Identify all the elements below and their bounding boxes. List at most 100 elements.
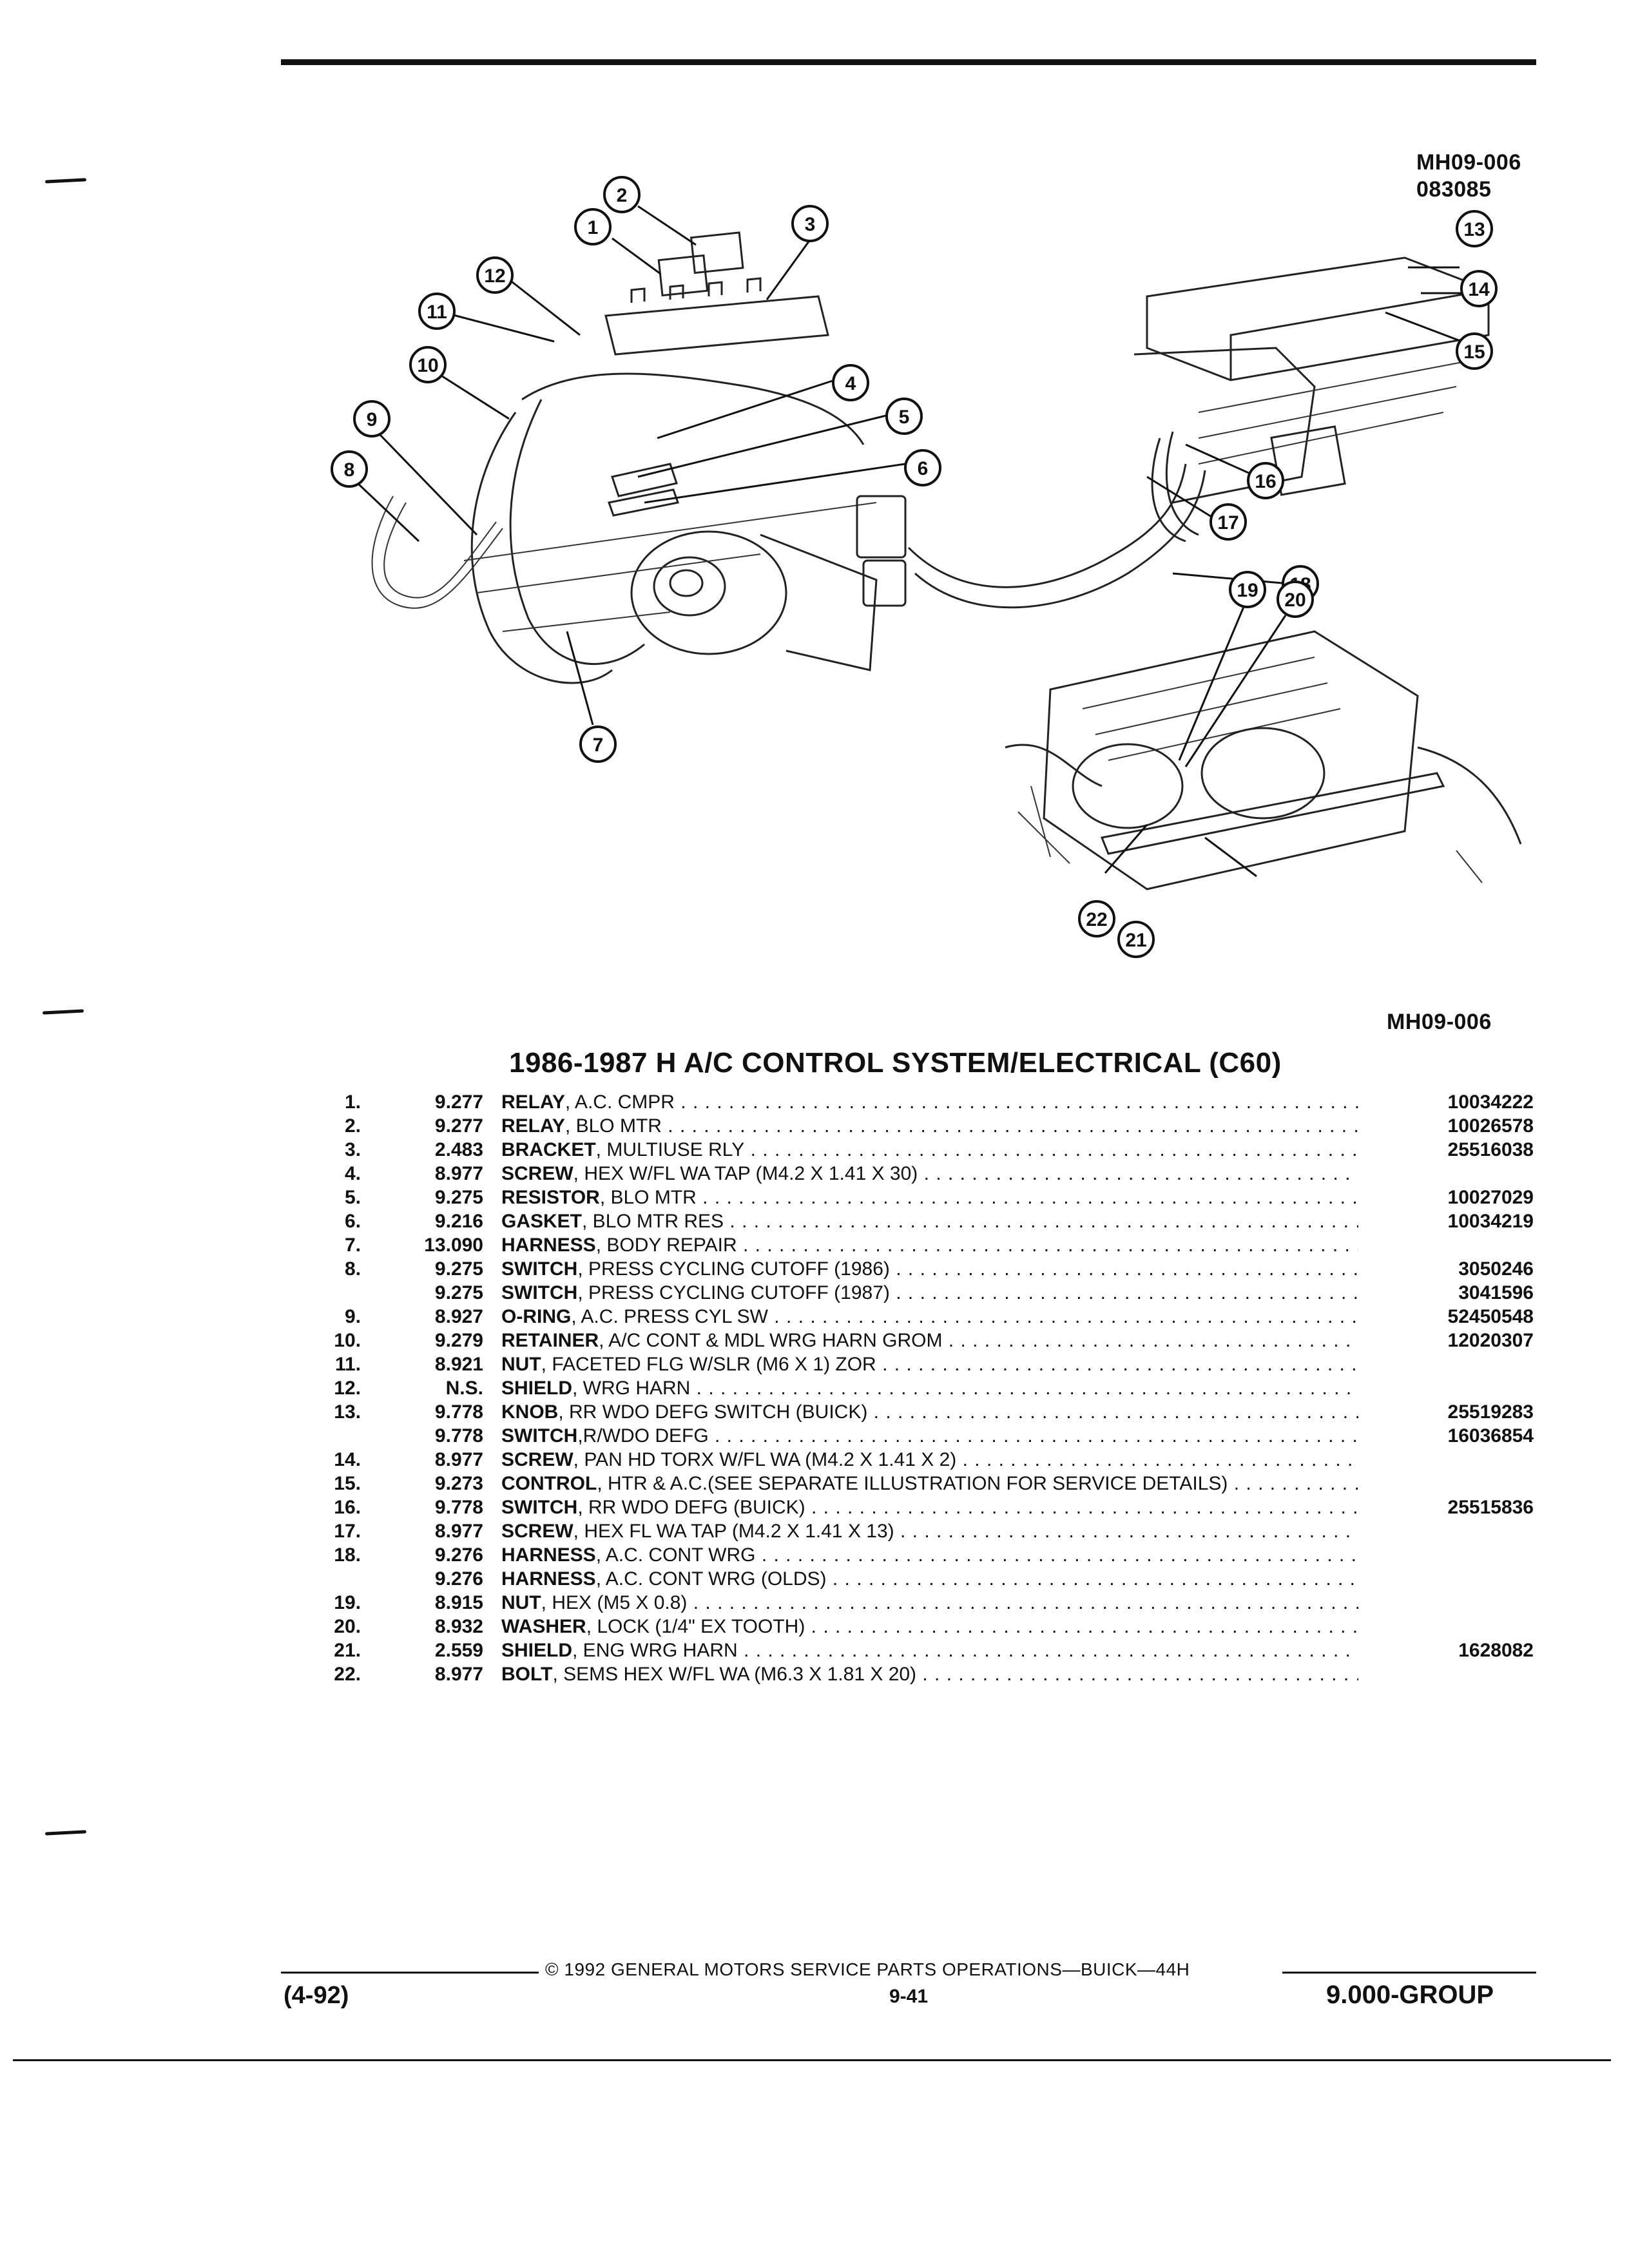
figure-code-top: MH09-006 xyxy=(1416,150,1521,175)
part-modifier: , LOCK (1/4" EX TOOTH) xyxy=(586,1616,805,1637)
part-group-number: 9.275 xyxy=(434,1282,483,1303)
part-number: 52450548 xyxy=(1379,1305,1534,1329)
svg-text:14: 14 xyxy=(1468,279,1490,300)
part-ref-number: 13. xyxy=(334,1401,361,1423)
part-noun: HARNESS xyxy=(501,1544,596,1566)
part-noun: RELAY xyxy=(501,1115,565,1137)
leader-lines xyxy=(356,205,1480,878)
callout-20: 20 xyxy=(1277,581,1314,618)
part-description: RETAINER, A/C CONT & MDL WRG HARN GROM xyxy=(501,1329,1358,1352)
part-ref-number: 9. xyxy=(344,1306,361,1327)
part-number: 10034219 xyxy=(1379,1209,1534,1233)
exploded-view-illustration: 1 2 3 4 5 6 7 8 9 10 11 12 13 14 15 16 1… xyxy=(331,176,1522,958)
part-group-number: 9.279 xyxy=(434,1330,483,1351)
line-art xyxy=(371,231,1522,890)
part-description: KNOB, RR WDO DEFG SWITCH (BUICK) xyxy=(501,1400,1358,1424)
part-description: BRACKET, MULTIUSE RLY xyxy=(501,1138,1358,1162)
svg-text:11: 11 xyxy=(427,302,447,323)
part-ref-number: 12. xyxy=(334,1378,361,1399)
part-number: 3050246 xyxy=(1379,1257,1534,1281)
svg-text:19: 19 xyxy=(1237,580,1258,601)
part-group-number: 13.090 xyxy=(424,1235,483,1256)
part-row: 10. 9.279 RETAINER, A/C CONT & MDL WRG HAR… xyxy=(309,1329,1534,1352)
part-modifier: , PAN HD TORX W/FL WA (M4.2 X 1.41 X 2) xyxy=(573,1449,957,1470)
callout-5: 5 xyxy=(885,398,923,435)
part-noun: BOLT xyxy=(501,1664,553,1685)
part-group-number: 9.778 xyxy=(434,1425,483,1446)
callout-22: 22 xyxy=(1078,900,1115,937)
part-row: 14. 8.977 SCREW, PAN HD TORX W/FL WA (M4.2… xyxy=(309,1448,1534,1472)
part-group-number: 8.932 xyxy=(434,1616,483,1637)
callout-9: 9 xyxy=(353,400,390,437)
part-group-number: 8.977 xyxy=(434,1163,483,1184)
part-modifier: , RR WDO DEFG (BUICK) xyxy=(577,1497,805,1518)
part-number: 16036854 xyxy=(1379,1424,1534,1448)
callout-14: 14 xyxy=(1460,270,1498,307)
margin-mark xyxy=(42,1009,84,1015)
part-description: SHIELD, WRG HARN xyxy=(501,1376,1358,1400)
part-description: SWITCH, PRESS CYCLING CUTOFF (1987) xyxy=(501,1281,1358,1305)
svg-text:21: 21 xyxy=(1125,930,1146,951)
part-ref-number: 10. xyxy=(334,1330,361,1351)
footer-copyright: © 1992 GENERAL MOTORS SERVICE PARTS OPER… xyxy=(539,1959,1197,1980)
part-group-number: 9.276 xyxy=(434,1544,483,1566)
part-group-number: 9.277 xyxy=(434,1091,483,1113)
part-ref-number: 16. xyxy=(334,1497,361,1518)
part-noun: SCREW xyxy=(501,1449,574,1470)
part-description: NUT, FACETED FLG W/SLR (M6 X 1) ZOR xyxy=(501,1352,1358,1376)
part-ref-number: 18. xyxy=(334,1544,361,1566)
part-ref-number: 19. xyxy=(334,1592,361,1613)
part-group-number: 9.216 xyxy=(434,1211,483,1232)
svg-text:15: 15 xyxy=(1463,341,1485,363)
part-noun: NUT xyxy=(501,1354,541,1375)
part-noun: BRACKET xyxy=(501,1139,596,1160)
footer-group-label: 9.000-GROUP xyxy=(1326,1981,1494,2009)
figure-date-code: 083085 xyxy=(1416,177,1492,202)
callout-12: 12 xyxy=(476,256,514,294)
svg-text:17: 17 xyxy=(1217,512,1239,533)
margin-mark xyxy=(44,178,87,184)
part-noun: SHIELD xyxy=(501,1378,573,1399)
part-noun: WASHER xyxy=(501,1616,586,1637)
callout-19: 19 xyxy=(1229,571,1266,608)
part-noun: KNOB xyxy=(501,1401,559,1423)
part-ref-number: 5. xyxy=(344,1187,361,1208)
part-number: 10026578 xyxy=(1379,1114,1534,1138)
part-description: SHIELD, ENG WRG HARN xyxy=(501,1639,1358,1662)
part-group-number: 8.977 xyxy=(434,1449,483,1470)
svg-text:22: 22 xyxy=(1086,909,1107,930)
part-number: 1628082 xyxy=(1379,1639,1534,1662)
part-noun: NUT xyxy=(501,1592,541,1613)
part-ref-number: 14. xyxy=(334,1449,361,1470)
part-modifier: , A.C. CONT WRG (OLDS) xyxy=(595,1568,827,1590)
callout-2: 2 xyxy=(603,176,641,213)
part-modifier: , ENG WRG HARN xyxy=(572,1640,738,1661)
top-rule xyxy=(281,59,1536,65)
part-description: O-RING, A.C. PRESS CYL SW xyxy=(501,1305,1358,1329)
svg-text:9: 9 xyxy=(367,409,378,430)
part-modifier: , HEX W/FL WA TAP (M4.2 X 1.41 X 30) xyxy=(573,1163,918,1184)
svg-text:7: 7 xyxy=(593,735,604,756)
svg-text:5: 5 xyxy=(899,407,910,428)
part-noun: HARNESS xyxy=(501,1568,596,1590)
part-group-number: 9.778 xyxy=(434,1497,483,1518)
callout-21: 21 xyxy=(1117,921,1155,958)
bottom-rule xyxy=(13,2059,1611,2061)
part-modifier: , SEMS HEX W/FL WA (M6.3 X 1.81 X 20) xyxy=(552,1664,917,1685)
svg-text:16: 16 xyxy=(1255,471,1276,492)
part-noun: SHIELD xyxy=(501,1640,573,1661)
callout-3: 3 xyxy=(791,205,829,242)
part-modifier: , PRESS CYCLING CUTOFF (1987) xyxy=(577,1282,890,1303)
part-number: 12020307 xyxy=(1379,1329,1534,1352)
part-ref-number: 17. xyxy=(334,1521,361,1542)
